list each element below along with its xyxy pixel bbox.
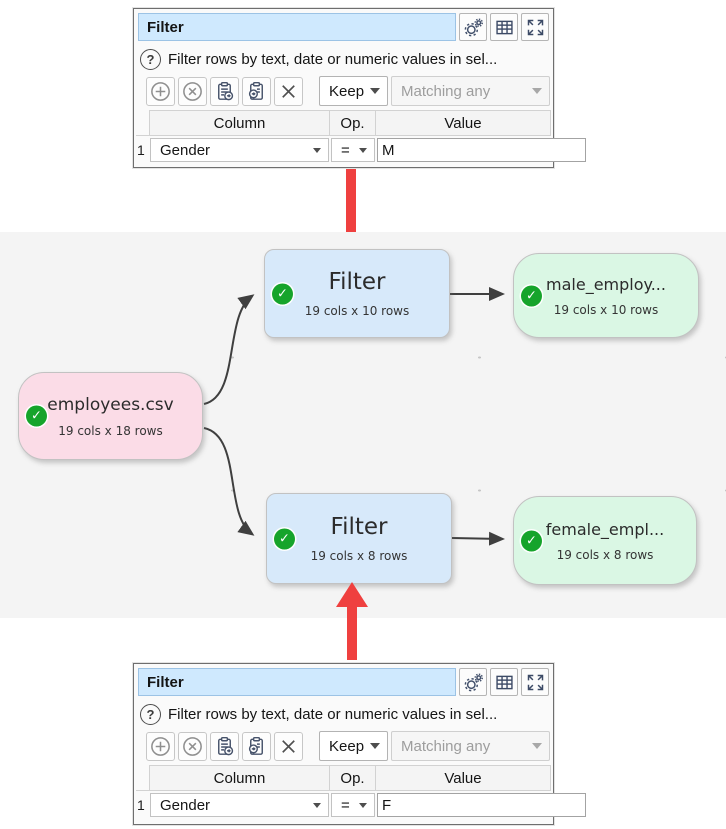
remove-row-icon[interactable] [178,731,207,761]
help-text: Filter rows by text, date or numeric val… [168,50,498,68]
keep-dropdown-value: Keep [329,82,365,100]
chevron-down-icon [370,743,381,749]
delete-icon[interactable] [274,76,303,106]
table-row: 1 Gender = [136,792,586,818]
panel-toolbar: Keep Matching any [134,729,553,765]
node-employees-csv[interactable]: ✓ employees.csv 19 cols x 18 rows [18,372,203,460]
table-row: 1 Gender = [136,137,586,163]
node-graph-canvas[interactable]: ✓ employees.csv 19 cols x 18 rows ✓ Filt… [0,232,726,618]
chevron-down-icon [532,88,542,94]
expand-icon[interactable] [521,668,549,696]
paste-rows-icon[interactable] [242,731,271,761]
matching-dropdown-value: Matching any [401,737,491,755]
value-header: Value [376,110,551,136]
node-title: employees.csv [47,394,174,415]
value-header: Value [376,765,551,791]
table-view-icon[interactable] [490,13,518,41]
column-dropdown-value: Gender [160,796,211,814]
transform-name-field[interactable]: Filter [138,13,456,41]
node-title: Filter [330,514,388,540]
node-dimensions: 19 cols x 18 rows [58,423,163,438]
node-dimensions: 19 cols x 10 rows [304,304,410,318]
column-dropdown-value: Gender [160,141,211,159]
node-output-female-employees[interactable]: ✓ female_empl... 19 cols x 8 rows [513,496,697,585]
check-icon: ✓ [272,283,293,304]
filter-terms-table: Column Op. Value 1 Gender = [136,765,586,818]
op-dropdown[interactable]: = [331,138,375,162]
matching-dropdown[interactable]: Matching any [391,731,550,761]
copy-rows-icon[interactable] [210,731,239,761]
column-header: Column [149,110,330,136]
row-number: 1 [137,142,145,158]
check-icon: ✓ [521,285,542,306]
table-header-row: Column Op. Value [136,110,551,136]
panel-titlebar: Filter [134,664,553,699]
table-corner [136,765,149,791]
transform-name-field[interactable]: Filter [138,668,456,696]
node-title: male_employ... [546,274,666,294]
remove-row-icon[interactable] [178,76,207,106]
chevron-down-icon [532,743,542,749]
matching-dropdown[interactable]: Matching any [391,76,550,106]
chevron-down-icon [313,802,321,808]
keep-dropdown-value: Keep [329,737,365,755]
chevron-down-icon [359,147,367,153]
filter-terms-table: Column Op. Value 1 Gender = [136,110,586,163]
node-dimensions: 19 cols x 8 rows [310,549,408,563]
node-output-male-employees[interactable]: ✓ male_employ... 19 cols x 10 rows [513,253,699,338]
node-filter-male[interactable]: ✓ Filter 19 cols x 10 rows [264,249,450,338]
paste-rows-icon[interactable] [242,76,271,106]
op-dropdown-value: = [341,796,350,814]
value-input[interactable] [377,138,586,162]
row-number: 1 [137,797,145,813]
table-header-row: Column Op. Value [136,765,551,791]
help-row: ? Filter rows by text, date or numeric v… [134,699,553,729]
keep-dropdown[interactable]: Keep [319,731,388,761]
help-row: ? Filter rows by text, date or numeric v… [134,44,553,74]
panel-titlebar: Filter [134,9,553,44]
filter-panel-top: Filter [133,8,586,168]
help-text: Filter rows by text, date or numeric val… [168,705,498,723]
chevron-down-icon [359,802,367,808]
settings-gear-icon[interactable] [459,668,487,696]
panel-toolbar: Keep Matching any [134,74,553,110]
value-input[interactable] [377,793,586,817]
node-title: Filter [328,269,386,295]
delete-icon[interactable] [274,731,303,761]
node-filter-female[interactable]: ✓ Filter 19 cols x 8 rows [266,493,452,584]
table-corner [136,110,149,136]
chevron-down-icon [370,88,381,94]
check-icon: ✓ [26,405,47,427]
help-icon[interactable]: ? [140,703,161,725]
keep-dropdown[interactable]: Keep [319,76,388,106]
add-row-icon[interactable] [146,731,175,761]
chevron-down-icon [313,147,321,153]
add-row-icon[interactable] [146,76,175,106]
column-dropdown[interactable]: Gender [150,138,329,162]
node-dimensions: 19 cols x 10 rows [553,302,659,317]
op-header: Op. [330,110,376,136]
node-title: female_empl... [545,519,665,539]
op-dropdown[interactable]: = [331,793,375,817]
check-icon: ✓ [521,530,542,551]
column-dropdown[interactable]: Gender [150,793,329,817]
help-icon[interactable]: ? [140,48,161,70]
op-dropdown-value: = [341,141,350,159]
settings-gear-icon[interactable] [459,13,487,41]
expand-icon[interactable] [521,13,549,41]
column-header: Column [149,765,330,791]
check-icon: ✓ [274,528,295,549]
copy-rows-icon[interactable] [210,76,239,106]
node-dimensions: 19 cols x 8 rows [556,547,654,562]
matching-dropdown-value: Matching any [401,82,491,100]
op-header: Op. [330,765,376,791]
filter-panel-bottom: Filter [133,663,586,825]
table-view-icon[interactable] [490,668,518,696]
